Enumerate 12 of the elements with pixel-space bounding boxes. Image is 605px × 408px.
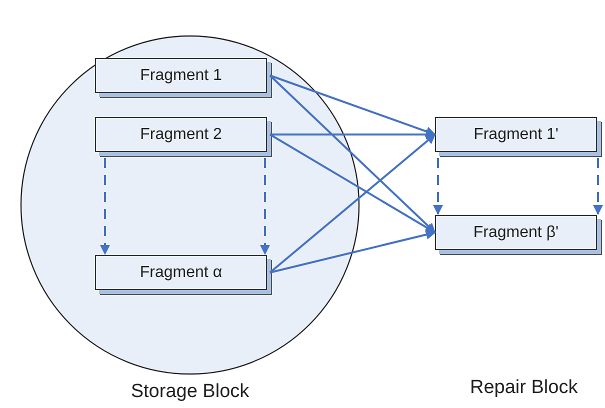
block-label: Storage Block bbox=[130, 381, 250, 403]
arrow bbox=[269, 74, 436, 234]
arrow bbox=[270, 230, 436, 274]
arrow bbox=[269, 134, 436, 234]
dashed-arrow bbox=[100, 158, 110, 255]
dashed-arrow bbox=[433, 158, 443, 215]
arrow bbox=[270, 74, 436, 136]
arrow bbox=[270, 130, 436, 140]
dashed-arrow bbox=[260, 158, 270, 255]
block-label: Repair Block bbox=[470, 377, 578, 399]
dashed-arrow bbox=[593, 158, 603, 215]
arrow bbox=[269, 134, 436, 274]
